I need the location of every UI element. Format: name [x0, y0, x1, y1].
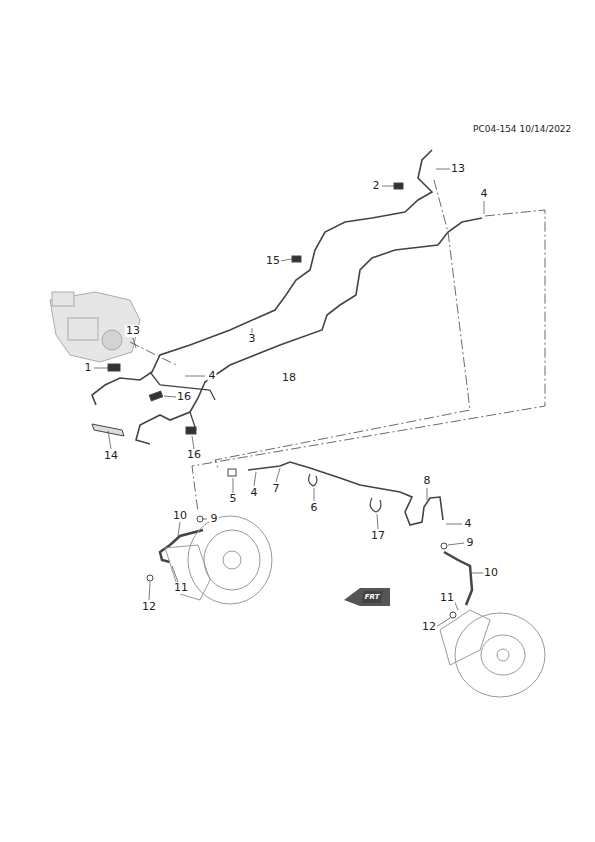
abs-module — [50, 292, 140, 362]
callout-number: 16 — [186, 449, 202, 461]
callout-number: 4 — [250, 487, 259, 499]
brake-pipe — [136, 218, 482, 444]
callout-number: 13 — [450, 163, 466, 175]
callout-number: 13 — [125, 325, 141, 337]
front-arrow-text: FRT — [362, 591, 383, 603]
callout-number: 14 — [103, 450, 119, 462]
drawing-reference: PC04-154 10/14/2022 — [472, 123, 572, 135]
callout-number: 3 — [248, 333, 257, 345]
callout-number: 10 — [172, 510, 188, 522]
callout-number: 12 — [141, 601, 157, 613]
callout-number: 15 — [265, 255, 281, 267]
callout-number: 17 — [370, 530, 386, 542]
callout-number: 7 — [272, 483, 281, 495]
callout-number: 16 — [176, 391, 192, 403]
callout-number: 9 — [210, 513, 219, 525]
brake-pipe — [92, 150, 432, 405]
callout-number: 9 — [466, 537, 475, 549]
callout-number: 10 — [483, 567, 499, 579]
callout-number: 4 — [480, 188, 489, 200]
callout-number: 4 — [208, 370, 217, 382]
callout-number: 18 — [281, 372, 297, 384]
brake-pipe — [248, 462, 443, 525]
callout-number: 8 — [423, 475, 432, 487]
callout-number: 11 — [173, 582, 189, 594]
brake-rotor — [440, 610, 545, 697]
callout-number: 6 — [310, 502, 319, 514]
callout-number: 12 — [421, 621, 437, 633]
brake-rotor — [165, 516, 272, 604]
callout-number: 11 — [439, 592, 455, 604]
callout-number: 4 — [464, 518, 473, 530]
leader-line — [94, 169, 485, 627]
callout-number: 2 — [372, 180, 381, 192]
callout-number: 1 — [84, 362, 93, 374]
callout-number: 5 — [229, 493, 238, 505]
